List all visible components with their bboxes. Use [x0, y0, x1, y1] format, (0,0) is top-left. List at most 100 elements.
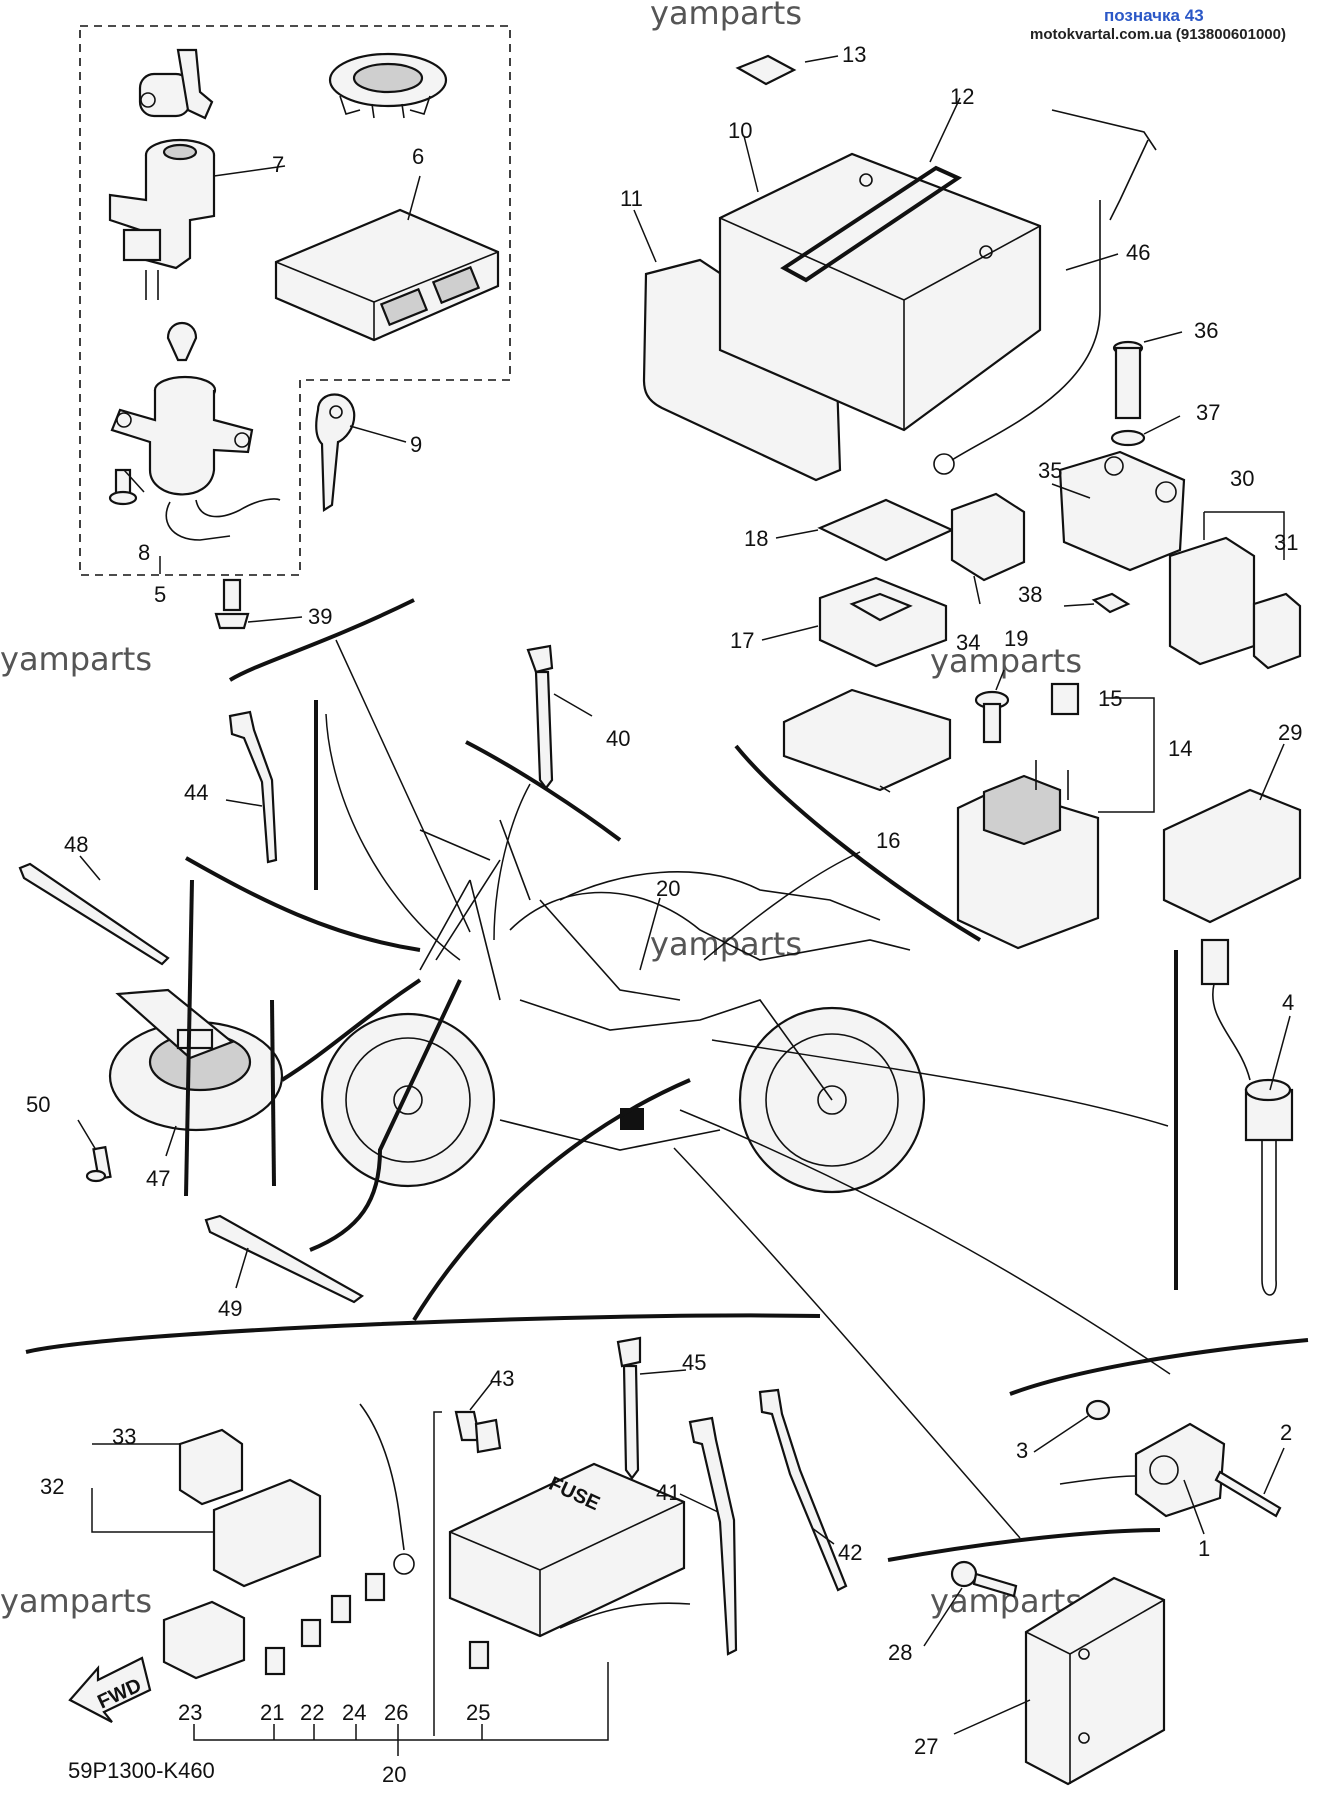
- cable-tie-part-45: [616, 1336, 642, 1480]
- callout-29: 29: [1278, 720, 1302, 745]
- rectifier-regulator-part: [1024, 1576, 1166, 1786]
- callout-45: 45: [682, 1350, 706, 1375]
- fuse-part-22: [300, 1618, 322, 1648]
- fuel-cap-part: [328, 52, 448, 119]
- pad-part-13: [735, 54, 797, 86]
- callout-40: 40: [606, 726, 630, 751]
- seat-lock-part: [138, 48, 214, 120]
- callout-48: 48: [64, 832, 88, 857]
- cable-tie-part-41: [688, 1416, 738, 1656]
- cable-tie-part-44: [228, 710, 278, 864]
- bolt-part-36: [1112, 340, 1144, 420]
- battery-part: [718, 152, 1042, 432]
- callout-34: 34: [956, 630, 980, 655]
- relay-group: [782, 450, 1302, 950]
- watermark-mid: yamparts: [930, 642, 1082, 680]
- relay-part-30: [1168, 536, 1256, 666]
- steering-lock-part: [108, 138, 216, 300]
- callout-35: 35: [1038, 458, 1062, 483]
- coupler-part-32: [212, 1478, 322, 1588]
- callout-27: 27: [914, 1734, 938, 1759]
- callout-50: 50: [26, 1092, 50, 1117]
- callout-3: 3: [1016, 1438, 1028, 1463]
- relay-part-29: [1162, 788, 1302, 924]
- neutral-switch-part: [1200, 938, 1294, 1296]
- callout-47: 47: [146, 1166, 170, 1191]
- cover-part-16: [782, 688, 952, 792]
- ground-lead: [359, 1403, 405, 1551]
- callout-14: 14: [1168, 736, 1192, 761]
- coupler-cover-part-33: [178, 1428, 244, 1506]
- tag-label: позначка 43: [1104, 6, 1204, 25]
- fuse-part-15: [1050, 682, 1080, 716]
- callout-44: 44: [184, 780, 208, 805]
- nut-part-3: [1085, 1399, 1111, 1421]
- callout-20-top: 20: [656, 876, 680, 901]
- site-contact: motokvartal.com.ua (913800601000): [1030, 26, 1286, 43]
- callout-2: 2: [1280, 1420, 1292, 1445]
- callout-11: 11: [620, 186, 643, 211]
- callout-31: 31: [1274, 530, 1298, 555]
- horn-part: [108, 988, 284, 1132]
- main-switch-set-group: [79, 25, 511, 576]
- cable-tie-part-42: [758, 1388, 848, 1592]
- callout-16: 16: [876, 828, 900, 853]
- callout-22: 22: [300, 1700, 324, 1725]
- battery-band-part: [780, 165, 963, 283]
- callout-38: 38: [1018, 582, 1042, 607]
- washer-part-37: [1110, 429, 1146, 447]
- callout-24: 24: [342, 1700, 366, 1725]
- callout-7: 7: [272, 152, 284, 177]
- cable-tie-part-40: [526, 644, 554, 790]
- watermark-top: yamparts: [650, 0, 802, 32]
- callout-18: 18: [744, 526, 768, 551]
- callout-12: 12: [950, 84, 974, 109]
- callout-1: 1: [1198, 1536, 1210, 1561]
- callout-26: 26: [384, 1700, 408, 1725]
- coupler-part-23: [162, 1600, 246, 1680]
- battery-group: [642, 54, 1157, 482]
- battery-lead-part: [951, 109, 1157, 461]
- fuse-box-part: FUSE: [448, 1462, 691, 1638]
- callout-10: 10: [728, 118, 752, 143]
- sensor-part: [1059, 1422, 1226, 1518]
- fuse-part-26: [364, 1572, 386, 1602]
- callout-43: 43: [490, 1366, 514, 1391]
- fuse-part-21: [264, 1646, 286, 1676]
- callout-41: 41: [656, 1480, 680, 1505]
- callout-4: 4: [1282, 990, 1294, 1015]
- callout-25: 25: [466, 1700, 490, 1725]
- relay-cover-part-31: [1252, 592, 1302, 670]
- callout-32: 32: [40, 1474, 64, 1499]
- forward-arrow-icon: FWD: [68, 1656, 152, 1723]
- cover-part-18: [817, 498, 955, 562]
- callout-17: 17: [730, 628, 754, 653]
- callout-8: 8: [138, 540, 150, 565]
- callout-33: 33: [112, 1424, 136, 1449]
- callout-37: 37: [1196, 400, 1220, 425]
- callout-49: 49: [218, 1296, 242, 1321]
- callout-19: 19: [1004, 626, 1028, 651]
- cable-tie-part-48: [18, 862, 170, 966]
- callout-15: 15: [1098, 686, 1122, 711]
- screw-part-19: [974, 690, 1010, 744]
- bracket-part-17: [818, 576, 948, 668]
- callout-46: 46: [1126, 240, 1150, 265]
- clip-part-38: [1091, 592, 1131, 614]
- bolt-part-50: [85, 1145, 112, 1183]
- bolt-part-2: [1214, 1470, 1282, 1518]
- fuse-part-25: [468, 1640, 490, 1670]
- key-part: [315, 393, 356, 512]
- watermark-left: yamparts: [0, 640, 152, 678]
- watermark-bottom-left: yamparts: [0, 1582, 152, 1620]
- fuse-box-group: FUSE: [162, 1403, 691, 1680]
- callout-39: 39: [308, 604, 332, 629]
- callout-20-bottom: 20: [382, 1762, 406, 1787]
- callout-23: 23: [178, 1700, 202, 1725]
- callout-6: 6: [412, 144, 424, 169]
- fuse-part-24: [330, 1594, 352, 1624]
- callout-5: 5: [154, 582, 166, 607]
- motorcycle-outline: [320, 819, 926, 1194]
- callout-30: 30: [1230, 466, 1254, 491]
